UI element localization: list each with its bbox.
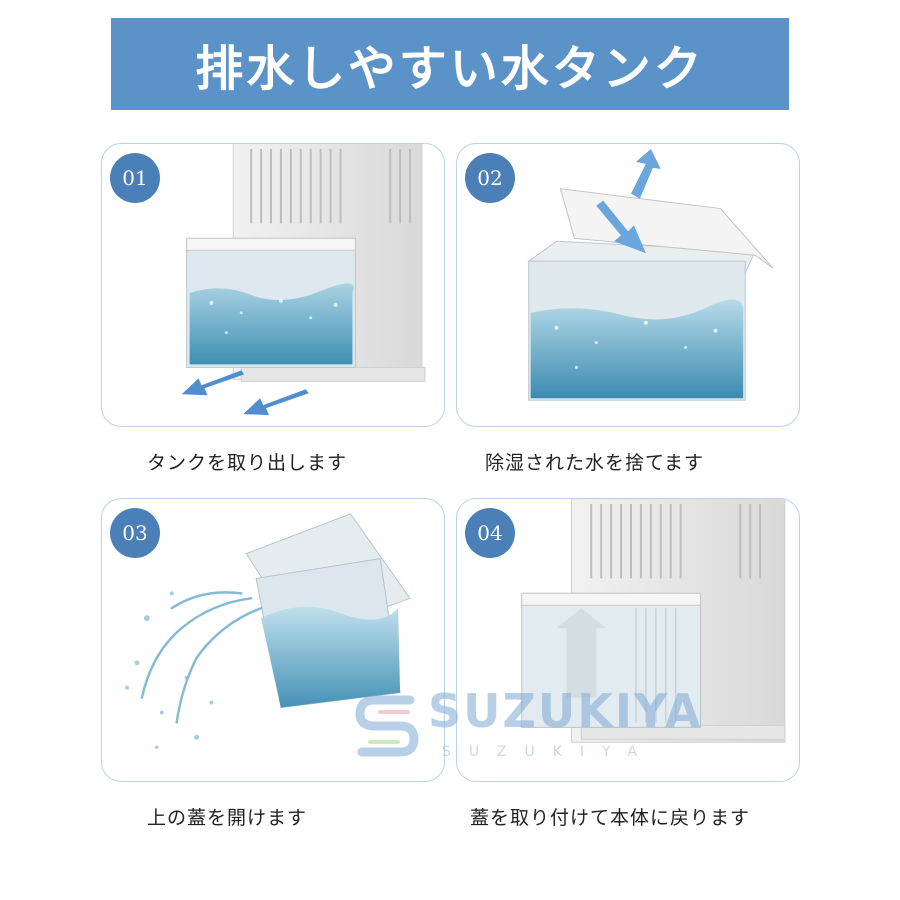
step-caption-1: タンクを取り出します: [147, 452, 348, 474]
open-lid-illustration: [125, 513, 411, 750]
step-caption-3: 上の蓋を開けます: [147, 807, 308, 829]
brand-logo-icon: [355, 695, 419, 757]
step-caption-2: 除湿された水を捨てます: [485, 452, 705, 474]
brand-watermark: SUZUKIYA SUZUKIYA: [350, 682, 780, 772]
watermark-brand-subtext: SUZUKIYA: [442, 744, 656, 760]
step-caption-4: 蓋を取り付けて本体に戻ります: [470, 807, 751, 829]
tank-removal-illustration: [181, 144, 426, 416]
step-panel-3: 03: [101, 498, 445, 782]
step-number-badge: 01: [110, 153, 160, 203]
step-number-badge: 03: [110, 508, 160, 558]
step-number-badge: 02: [465, 153, 515, 203]
step-number-badge: 04: [465, 508, 515, 558]
reinsert-tank-illustration: [521, 499, 786, 743]
step-panel-2: 02: [456, 143, 800, 427]
step-panel-4: 04: [456, 498, 800, 782]
pour-water-illustration: [527, 148, 774, 401]
page-title: 排水しやすい水タンク: [195, 41, 705, 97]
title-banner: 排水しやすい水タンク: [111, 18, 789, 110]
watermark-brand-text: SUZUKIYA: [428, 684, 703, 738]
step-panel-1: 01: [101, 143, 445, 427]
